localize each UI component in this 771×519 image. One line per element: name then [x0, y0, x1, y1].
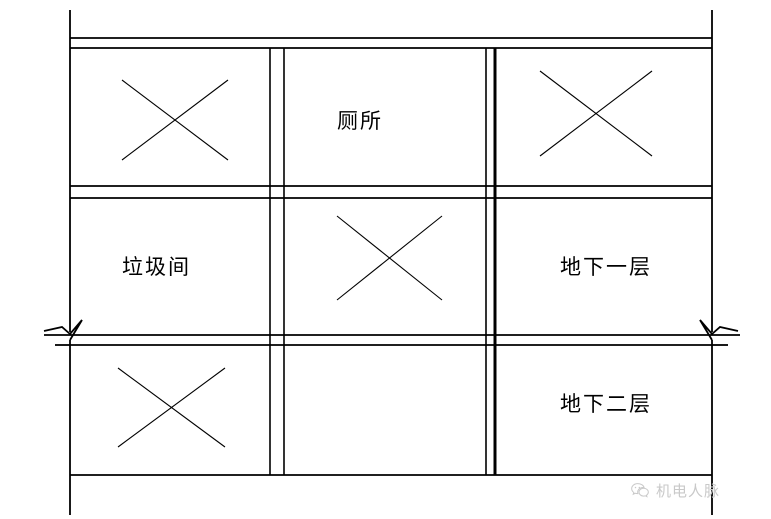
room-label-toilet: 厕所: [337, 109, 383, 133]
interior-partitions: [269, 48, 497, 475]
cross-bottom-left: [117, 367, 226, 448]
cross-marks: [117, 70, 653, 448]
room-label-basement-level-2: 地下二层: [560, 392, 652, 416]
watermark-text: 机电人脉: [656, 482, 721, 500]
floor-slabs: [70, 37, 712, 476]
break-symbols: [43, 319, 739, 341]
cross-stroke-b: [121, 79, 229, 161]
break-mark-left: [43, 319, 83, 341]
room-label-basement-level-1: 地下一层: [560, 255, 652, 279]
break-mark-right: [699, 319, 739, 341]
cross-middle: [336, 215, 443, 301]
cross-stroke-b: [117, 367, 226, 448]
outer-walls: [69, 10, 713, 515]
wechat-icon: [630, 481, 650, 501]
cross-top-left: [121, 79, 229, 161]
watermark: 机电人脉: [630, 480, 720, 501]
cross-top-right: [539, 70, 653, 157]
room-label-garbage-room: 垃圾间: [122, 255, 191, 279]
cross-stroke-b: [336, 215, 443, 301]
cross-stroke-b: [539, 70, 653, 157]
slab-break-extensions: [44, 334, 740, 346]
